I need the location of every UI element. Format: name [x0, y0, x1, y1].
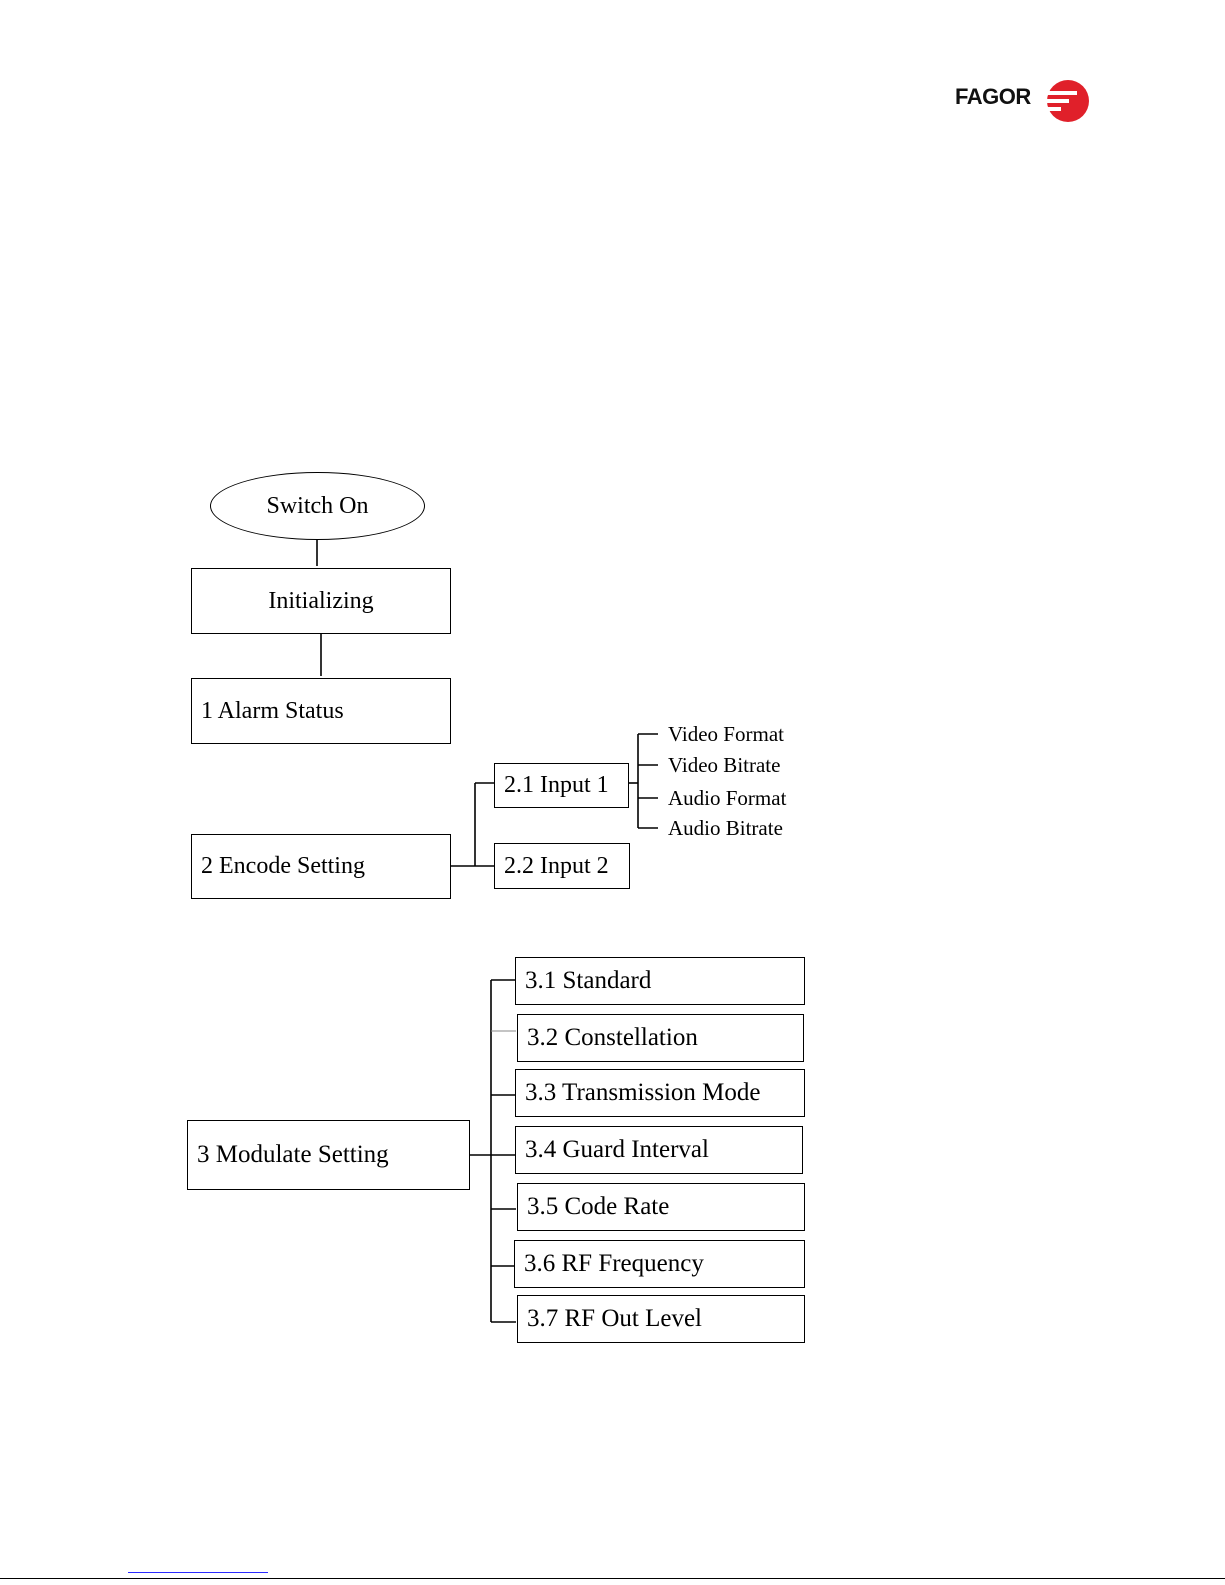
audio-bitrate-label: Audio Bitrate [668, 818, 783, 839]
guard-interval-box: 3.4 Guard Interval [515, 1126, 803, 1174]
constellation-box: 3.2 Constellation [517, 1014, 804, 1062]
modulate-setting-box: 3 Modulate Setting [187, 1120, 470, 1190]
input-1-box: 2.1 Input 1 [494, 763, 629, 808]
input-2-box: 2.2 Input 2 [494, 843, 630, 889]
initializing-box: Initializing [191, 568, 451, 634]
rf-frequency-box: 3.6 RF Frequency [514, 1240, 805, 1288]
footer-divider [0, 1578, 1225, 1579]
transmission-mode-box: 3.3 Transmission Mode [515, 1069, 805, 1117]
video-bitrate-label: Video Bitrate [668, 755, 780, 776]
video-format-label: Video Format [668, 724, 784, 745]
code-rate-box: 3.5 Code Rate [517, 1183, 805, 1231]
alarm-status-box: 1 Alarm Status [191, 678, 451, 744]
audio-format-label: Audio Format [668, 788, 786, 809]
encode-setting-box: 2 Encode Setting [191, 834, 451, 899]
switch-on-node: Switch On [210, 472, 425, 540]
footer-link-underline [128, 1572, 268, 1573]
standard-box: 3.1 Standard [515, 957, 805, 1005]
rf-out-level-box: 3.7 RF Out Level [517, 1295, 805, 1343]
